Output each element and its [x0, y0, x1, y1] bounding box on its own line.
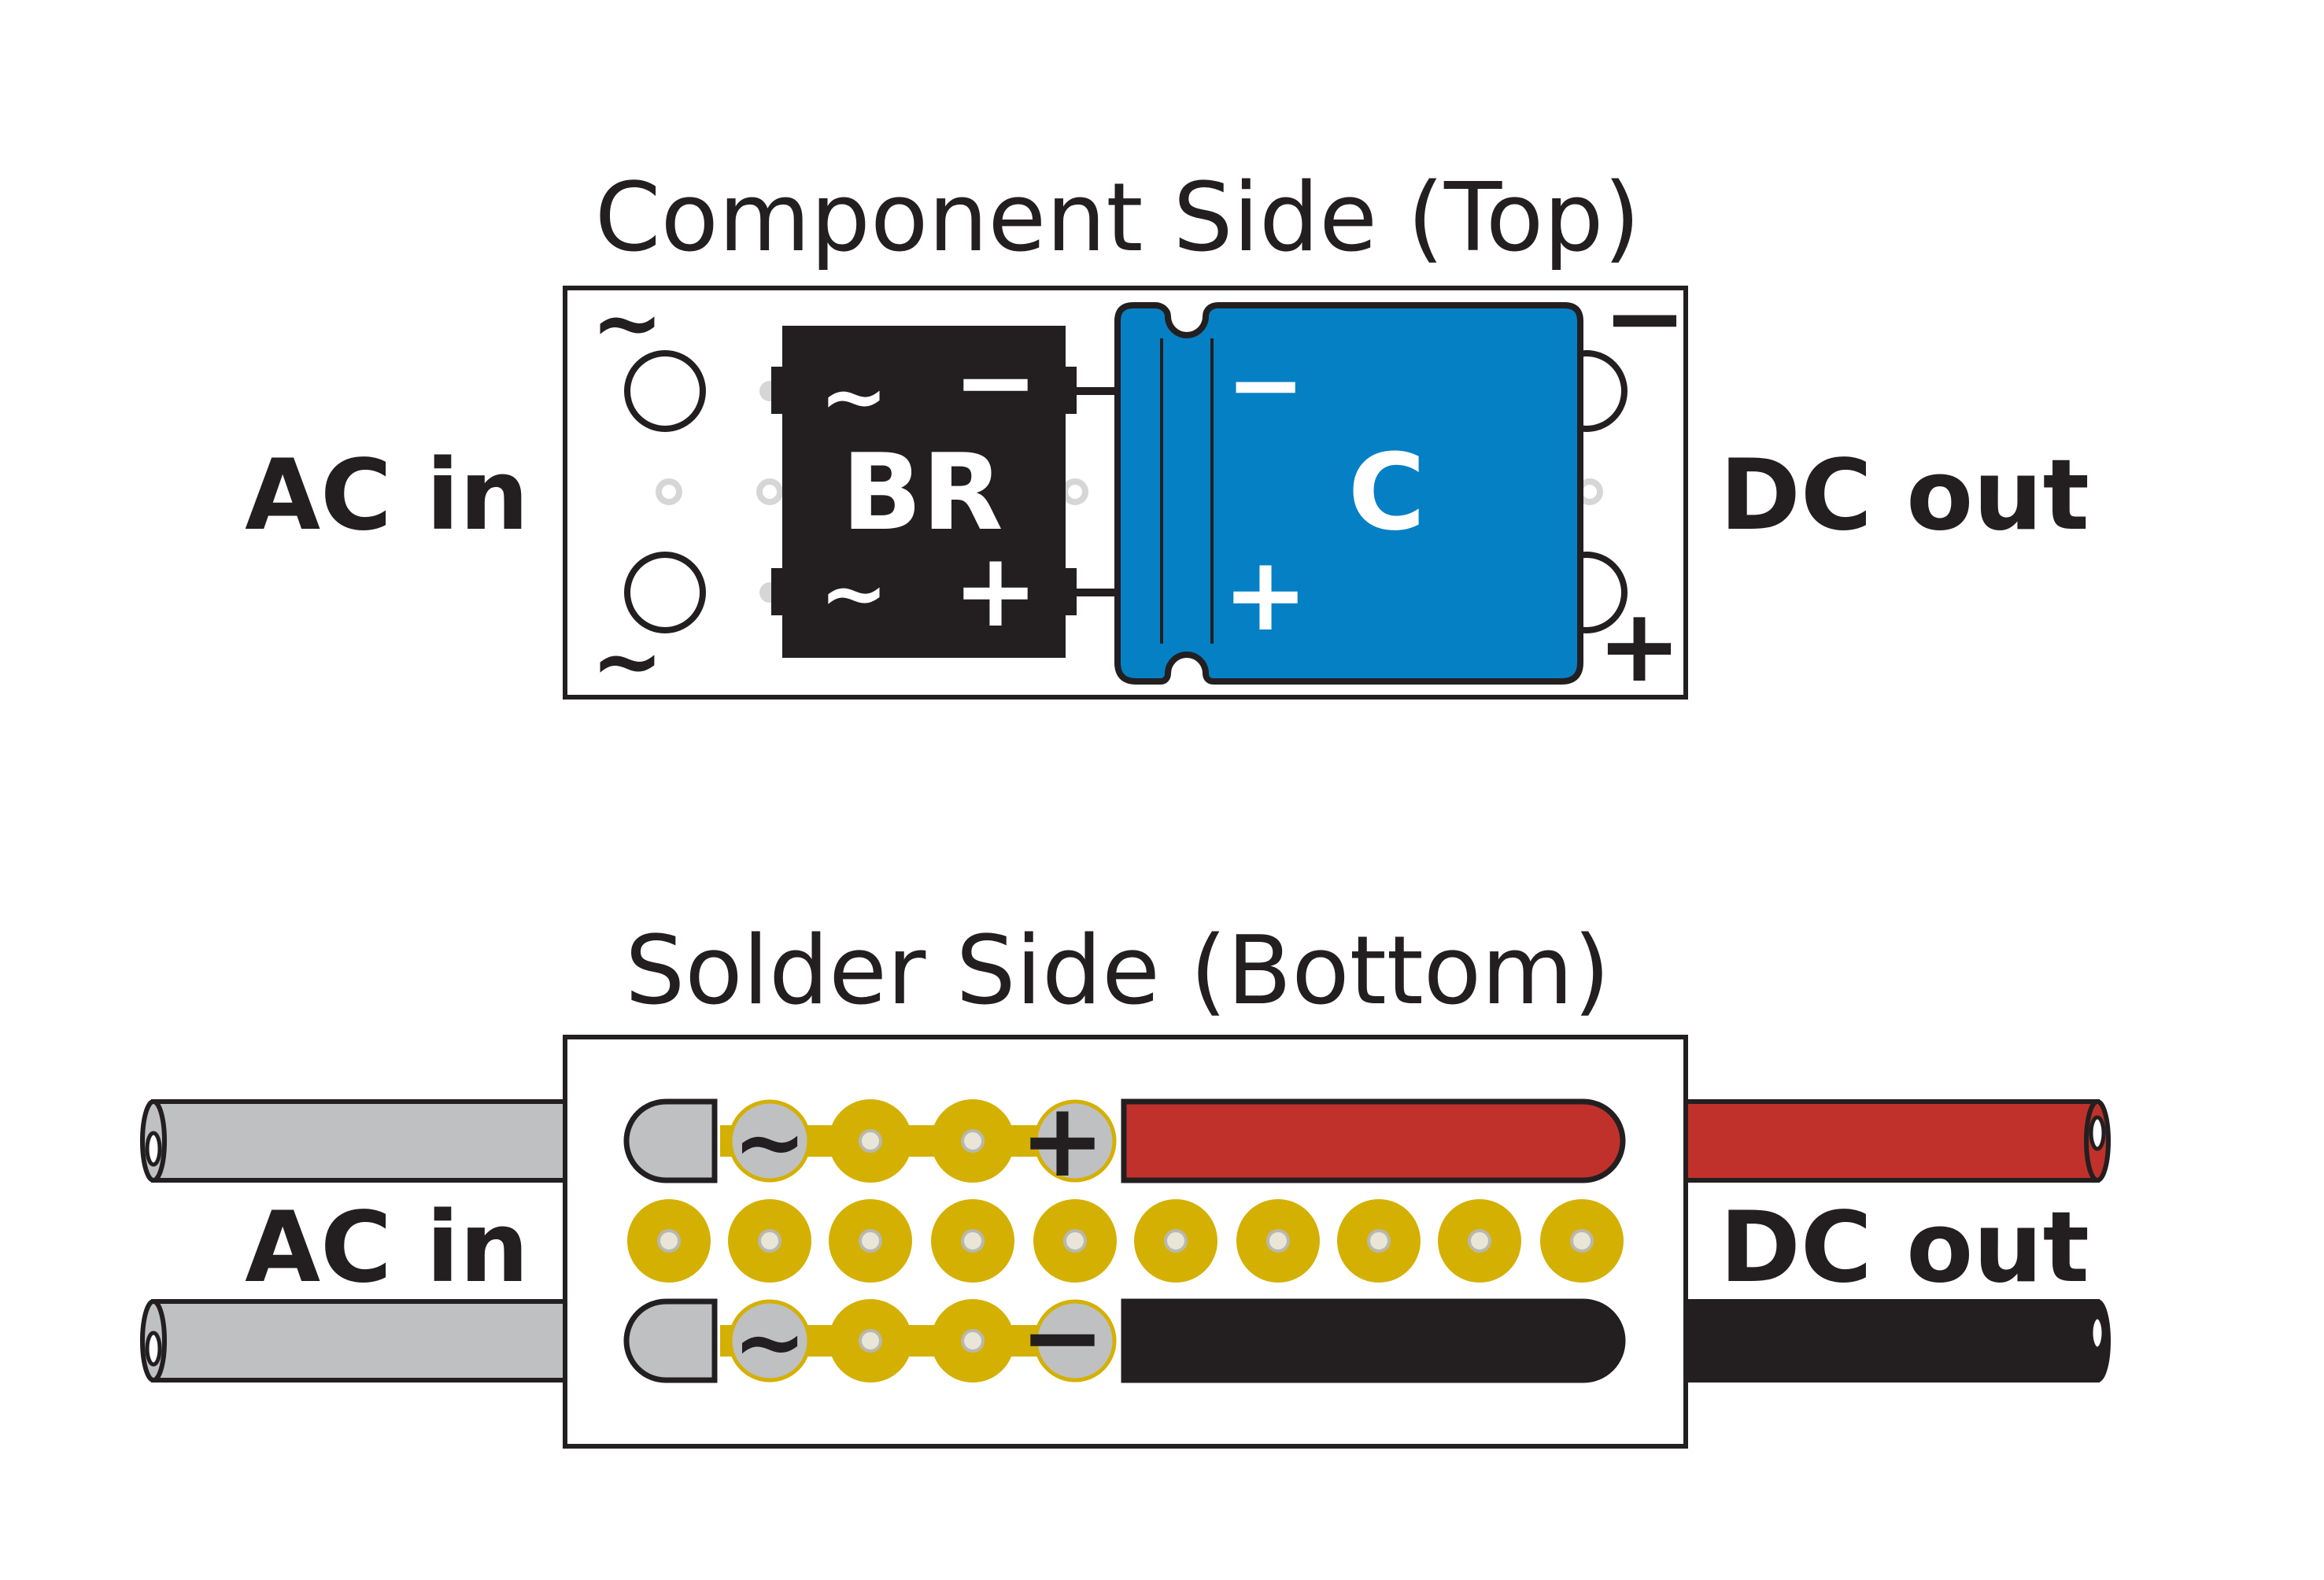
capacitor-label: C [1348, 431, 1425, 554]
terminal-icon [624, 552, 706, 633]
ac-terminal-bottom: ~ [591, 552, 706, 711]
bottom-view: Solder Side (Bottom) AC in DC out [140, 917, 2111, 1449]
solder-pad-icon [1438, 1199, 1521, 1283]
bottom-dc-out-label: DC out [1720, 1191, 2089, 1305]
pad-positive-symbol: + [1020, 1080, 1106, 1200]
capacitor: C − + [1114, 302, 1583, 685]
pad-ac-top-symbol: ~ [733, 1091, 807, 1194]
solder-pad-icon [627, 1199, 711, 1283]
wire-icon [1678, 1299, 2100, 1382]
pad-row-top [728, 1099, 1117, 1183]
solder-pad-icon [931, 1099, 1014, 1183]
solder-pad-icon [728, 1099, 811, 1183]
dc-wire-end-positive [1121, 1098, 1626, 1183]
dc-wire-end-negative [1121, 1298, 1626, 1383]
pad-row-bottom [728, 1299, 1117, 1382]
bridge-rectifier: BR ~ ~ − + [771, 322, 1077, 658]
wire-icon [1678, 1099, 2100, 1183]
solder-pad-icon [728, 1299, 811, 1382]
dc-terminal-negative-symbol: − [1602, 260, 1687, 377]
ac-wire-end-bottom [623, 1298, 718, 1383]
solder-pad-icon [1337, 1199, 1421, 1283]
wire-ac-top [140, 1099, 573, 1183]
bottom-ac-in-label: AC in [245, 1191, 529, 1305]
ac-wire-end-top [623, 1098, 718, 1183]
wire-icon [151, 1099, 573, 1183]
top-ghost-holes [656, 381, 1603, 603]
pad-negative-symbol: − [1020, 1277, 1106, 1397]
br-ac-bottom-symbol: ~ [819, 545, 888, 641]
solder-pad-icon [1236, 1199, 1320, 1283]
br-label: BR [841, 431, 1003, 554]
solder-pad-icon [931, 1199, 1014, 1283]
solder-pad-icon [728, 1199, 811, 1283]
capacitor-icon [1114, 302, 1583, 685]
solder-pad-icon [829, 1299, 912, 1382]
terminal-icon [624, 350, 706, 432]
br-ac-top-symbol: ~ [819, 349, 888, 445]
bridge-rectifier-icon [782, 326, 1066, 658]
solder-pad-icon [1033, 1299, 1117, 1382]
solder-pad-icon [1134, 1199, 1217, 1283]
ac-terminal-top: ~ [591, 272, 706, 432]
top-dc-out-label: DC out [1720, 439, 2089, 552]
capacitor-negative-symbol: − [1226, 330, 1306, 440]
solder-pad-icon [1033, 1099, 1117, 1183]
solder-pad-icon [829, 1099, 912, 1183]
br-negative-symbol: − [953, 322, 1039, 441]
solder-pad-icon [1540, 1199, 1624, 1283]
top-view-title: Component Side (Top) [595, 164, 1641, 273]
pad-row-middle [627, 1199, 1624, 1283]
solder-pad-icon [1033, 1199, 1117, 1283]
capacitor-positive-symbol: + [1223, 534, 1309, 654]
pad-ac-bottom-symbol: ~ [733, 1291, 807, 1394]
wire-dc-positive [1678, 1099, 2111, 1183]
top-view: Component Side (Top) AC in DC out ~ ~ [245, 164, 2089, 711]
wire-icon [151, 1299, 573, 1382]
wire-ac-bottom [140, 1299, 573, 1382]
ac-terminal-top-symbol: ~ [591, 272, 663, 373]
bottom-view-title: Solder Side (Bottom) [625, 917, 1610, 1026]
dc-terminal-positive-symbol: + [1597, 588, 1681, 705]
solder-pad-icon [931, 1299, 1014, 1382]
wire-dc-negative [1678, 1299, 2111, 1382]
ac-terminal-bottom-symbol: ~ [591, 611, 663, 711]
br-positive-symbol: + [953, 530, 1039, 650]
solder-pad-icon [829, 1199, 912, 1283]
top-ac-in-label: AC in [245, 439, 529, 552]
